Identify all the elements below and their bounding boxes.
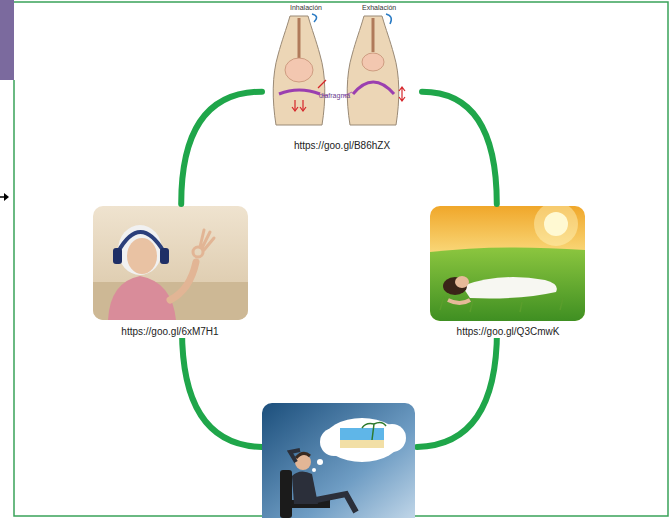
shirt (462, 277, 557, 298)
suit (292, 471, 318, 504)
legs (316, 494, 356, 512)
arm (170, 262, 196, 300)
cycle-arc (422, 92, 497, 204)
head (295, 454, 311, 470)
lungs (362, 53, 384, 71)
side-tab (0, 0, 14, 80)
torso (273, 16, 325, 125)
daydream-photo (262, 403, 415, 518)
pointer-head (4, 193, 9, 201)
motion-arrow (399, 87, 405, 101)
motion-arrow (318, 80, 326, 88)
face (455, 276, 469, 288)
picture-node: Inhalación Exhalación diafragma https://goo… (262, 0, 422, 158)
breathing-figure (266, 14, 418, 128)
lungs (285, 58, 313, 82)
diaphragm (279, 90, 320, 94)
source-url: https://goo.gl/B86hZX (292, 140, 392, 152)
arm (448, 300, 470, 303)
dream-sea (340, 428, 384, 440)
headphone-cup (113, 248, 122, 264)
headphone-band (118, 232, 164, 252)
fingers (200, 230, 214, 250)
arm (290, 450, 300, 462)
motion-arrow (292, 107, 306, 111)
phase-label: Exhalación (362, 4, 396, 12)
cycle-arc (182, 330, 262, 447)
torso (347, 16, 399, 125)
source-url: https://goo.gl/6xM7H1 (119, 326, 220, 338)
dream-sand (340, 440, 384, 448)
hair (296, 453, 310, 458)
picture-ground (266, 14, 418, 128)
picture-node: https://goo.gl/6xM7H1 (90, 204, 250, 342)
meadow-photo (430, 206, 585, 321)
airway (372, 18, 375, 52)
backdrop (262, 403, 415, 518)
source-url: https://goo.gl/Q3CmwK (455, 326, 562, 338)
cycle-arc (181, 92, 262, 204)
part-label: diafragma (319, 92, 350, 100)
diaphragm (353, 82, 394, 94)
phase-label: Inhalación (290, 4, 322, 12)
sun-glow (534, 206, 578, 246)
face (127, 238, 157, 274)
thought-dot (312, 468, 316, 472)
grass (430, 247, 585, 321)
thought-dot (317, 459, 323, 465)
frame-border (14, 2, 668, 516)
cycle-arc (417, 330, 497, 447)
headphone-cup (160, 248, 169, 264)
wall (93, 206, 248, 320)
palm-tree (362, 422, 386, 440)
music-photo (93, 206, 248, 320)
grass-blade (440, 296, 563, 312)
picture-node: https://goo.gl/Q3CmwK (428, 204, 588, 342)
blouse (108, 276, 176, 320)
airway (298, 18, 301, 58)
air-arrow (312, 14, 317, 22)
air-arrow (386, 14, 391, 24)
chair-back (280, 470, 292, 518)
